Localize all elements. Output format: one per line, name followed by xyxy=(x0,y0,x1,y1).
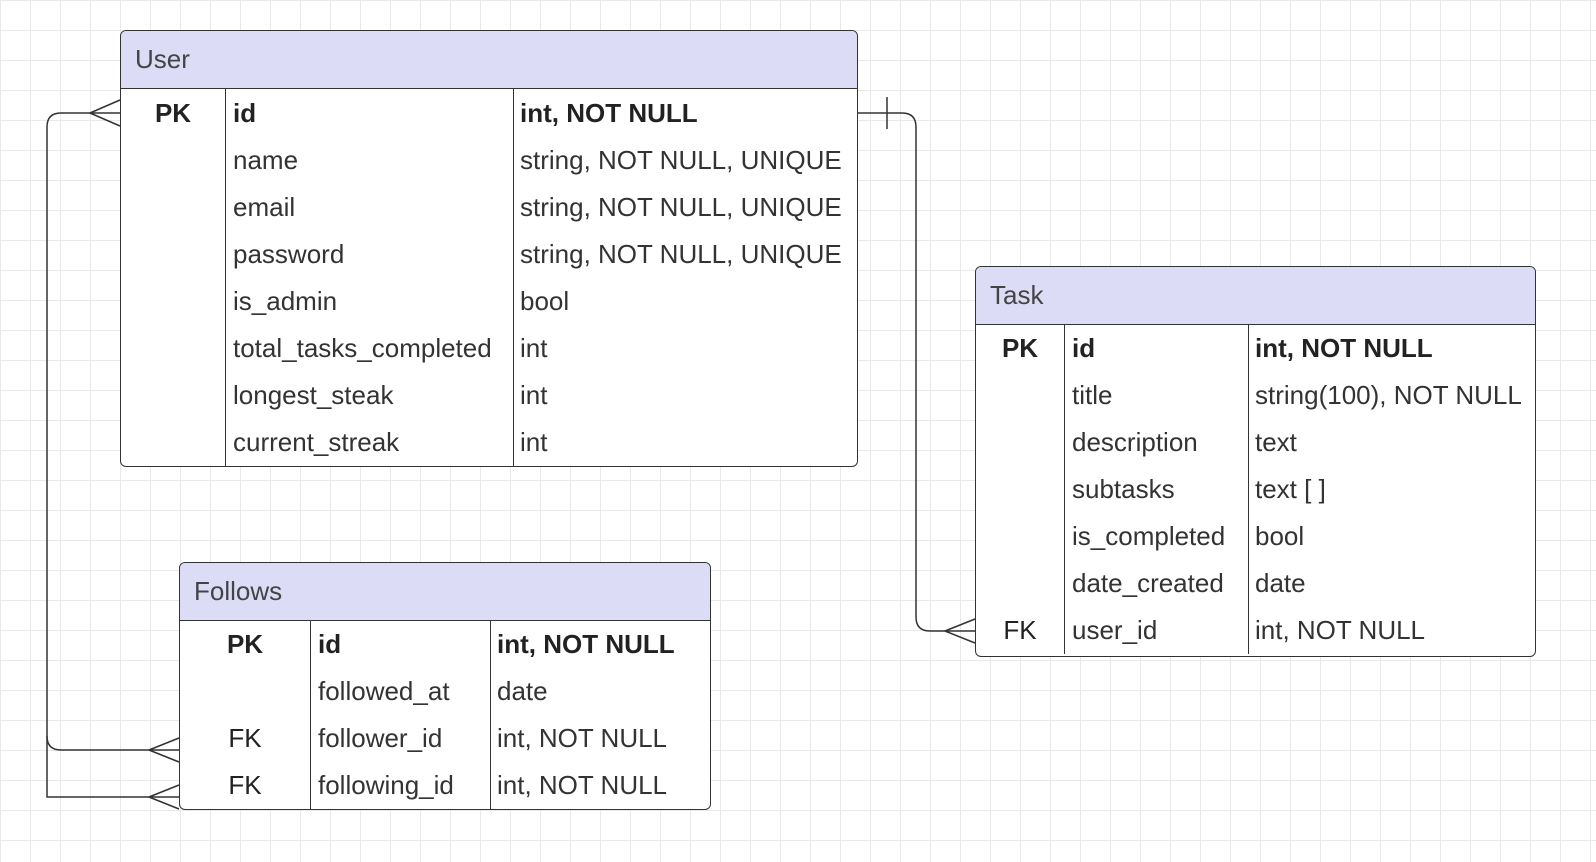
field-name: following_id xyxy=(318,770,454,800)
field-type: date xyxy=(497,676,548,706)
field-name: user_id xyxy=(1072,615,1158,645)
field-type: int, NOT NULL xyxy=(1255,615,1426,645)
table-row[interactable]: FK user_id int, NOT NULL xyxy=(976,607,1535,654)
table-row[interactable]: followed_at date xyxy=(180,668,710,715)
field-name: name xyxy=(233,145,299,175)
field-name: email xyxy=(233,192,296,222)
field-type: string, NOT NULL, UNIQUE xyxy=(520,192,842,222)
field-name: id xyxy=(233,98,257,128)
user-table[interactable]: User PK id int, NOT NULL name string, NO… xyxy=(120,30,858,467)
table-row[interactable]: date_created date xyxy=(976,560,1535,607)
crowfoot-task-user-id xyxy=(944,618,976,644)
field-type: int, NOT NULL xyxy=(497,629,675,659)
table-row[interactable]: PK id int, NOT NULL xyxy=(180,621,710,668)
table-row[interactable]: name string, NOT NULL, UNIQUE xyxy=(121,137,857,184)
user-table-title: User xyxy=(121,31,857,89)
field-name: subtasks xyxy=(1072,474,1175,504)
follows-table[interactable]: Follows PK id int, NOT NULL followed_at … xyxy=(179,562,711,810)
field-type: int, NOT NULL xyxy=(1255,333,1433,363)
table-row[interactable]: email string, NOT NULL, UNIQUE xyxy=(121,184,857,231)
field-name: total_tasks_completed xyxy=(233,333,492,363)
field-name: description xyxy=(1072,427,1198,457)
table-row[interactable]: password string, NOT NULL, UNIQUE xyxy=(121,231,857,278)
table-row[interactable]: PK id int, NOT NULL xyxy=(976,325,1535,372)
field-type: int, NOT NULL xyxy=(497,770,668,800)
task-table[interactable]: Task PK id int, NOT NULL title string(10… xyxy=(975,266,1536,657)
follows-table-title: Follows xyxy=(180,563,710,621)
key-label: FK xyxy=(1003,615,1037,645)
field-type: string, NOT NULL, UNIQUE xyxy=(520,239,842,269)
table-row[interactable]: is_admin bool xyxy=(121,278,857,325)
task-table-title: Task xyxy=(976,267,1535,325)
user-table-body: PK id int, NOT NULL name string, NOT NUL… xyxy=(121,89,857,466)
crowfoot-follows-following-id xyxy=(148,784,180,810)
crowfoot-user-id xyxy=(89,99,121,127)
table-row[interactable]: FK follower_id int, NOT NULL xyxy=(180,715,710,762)
field-type: date xyxy=(1255,568,1306,598)
field-name: is_completed xyxy=(1072,521,1226,551)
key-label: PK xyxy=(226,629,264,659)
field-type: string(100), NOT NULL xyxy=(1255,380,1522,410)
table-row[interactable]: current_streak int xyxy=(121,419,857,466)
table-row[interactable]: PK id int, NOT NULL xyxy=(121,90,857,137)
table-row[interactable]: FK following_id int, NOT NULL xyxy=(180,762,710,809)
connector-user-follows-following[interactable] xyxy=(46,736,179,798)
field-type: bool xyxy=(520,286,570,316)
key-label: PK xyxy=(154,98,192,128)
field-type: text xyxy=(1255,427,1297,457)
table-row[interactable]: subtasks text [ ] xyxy=(976,466,1535,513)
field-type: text [ ] xyxy=(1255,474,1326,504)
field-name: current_streak xyxy=(233,427,400,457)
table-row[interactable]: total_tasks_completed int xyxy=(121,325,857,372)
column-divider xyxy=(1248,325,1249,654)
field-type: string, NOT NULL, UNIQUE xyxy=(520,145,842,175)
field-type: int xyxy=(520,333,548,363)
column-divider xyxy=(513,89,514,466)
field-type: bool xyxy=(1255,521,1305,551)
connector-user-task[interactable] xyxy=(858,112,975,632)
column-divider xyxy=(1064,325,1065,654)
field-name: date_created xyxy=(1072,568,1224,598)
field-name: id xyxy=(1072,333,1096,363)
field-name: followed_at xyxy=(318,676,450,706)
key-label: FK xyxy=(228,723,262,753)
follows-table-body: PK id int, NOT NULL followed_at date FK … xyxy=(180,621,710,809)
field-name: id xyxy=(318,629,342,659)
table-row[interactable]: description text xyxy=(976,419,1535,466)
field-type: int xyxy=(520,380,548,410)
column-divider xyxy=(310,621,311,809)
key-label: PK xyxy=(1001,333,1039,363)
field-name: password xyxy=(233,239,345,269)
field-type: int, NOT NULL xyxy=(520,98,698,128)
field-name: longest_steak xyxy=(233,380,394,410)
crowfoot-follows-follower-id xyxy=(148,737,180,763)
column-divider xyxy=(490,621,491,809)
field-name: title xyxy=(1072,380,1113,410)
field-type: int, NOT NULL xyxy=(497,723,668,753)
field-name: follower_id xyxy=(318,723,443,753)
table-row[interactable]: longest_steak int xyxy=(121,372,857,419)
field-name: is_admin xyxy=(233,286,338,316)
task-table-body: PK id int, NOT NULL title string(100), N… xyxy=(976,325,1535,654)
table-row[interactable]: title string(100), NOT NULL xyxy=(976,372,1535,419)
table-row[interactable]: is_completed bool xyxy=(976,513,1535,560)
field-type: int xyxy=(520,427,548,457)
column-divider xyxy=(225,89,226,466)
key-label: FK xyxy=(228,770,262,800)
